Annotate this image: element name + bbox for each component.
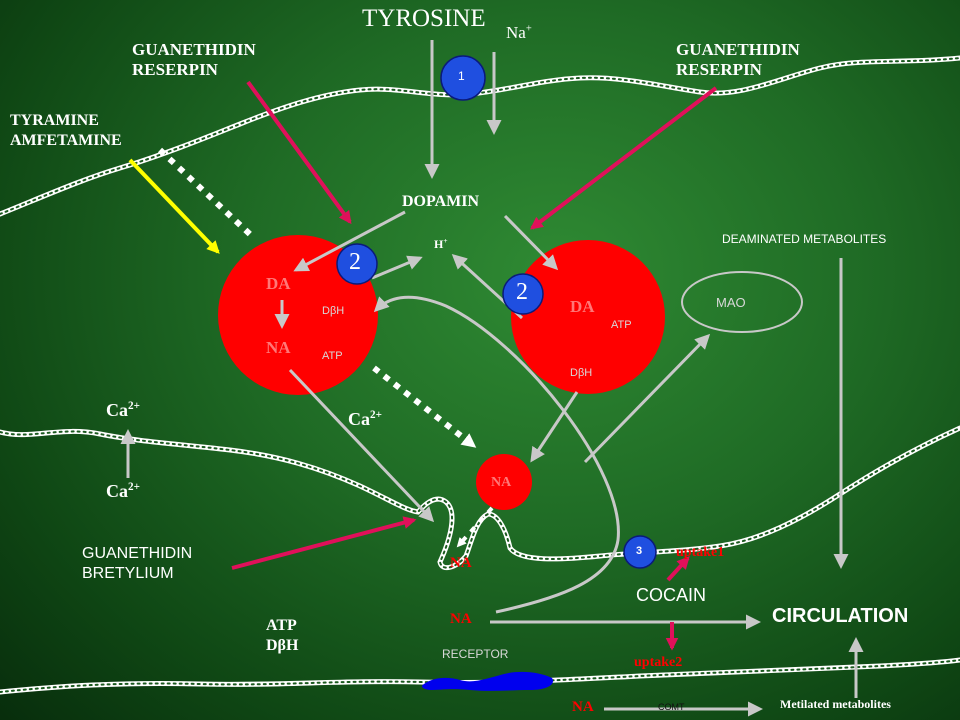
arrow-dopamin-left: [293, 210, 406, 272]
arrow-guanethidin-bottom: [231, 516, 417, 570]
transporter-1: [440, 55, 486, 101]
membrane-presynaptic: [0, 425, 960, 571]
arrow-tyramine: [128, 158, 220, 254]
arrow-guanethidin-left: [246, 80, 352, 225]
comt-label: COMT: [658, 702, 685, 712]
arrow-left-vesicle-h: [371, 255, 423, 280]
vesicle-fusing: [476, 454, 532, 510]
na-plus-label: Na+: [506, 23, 532, 42]
vesicle-right-atp: ATP: [611, 319, 632, 331]
tyramine-label: TYRAMINE: [10, 112, 99, 129]
vesicle-left-dbh: DβH: [322, 305, 345, 317]
arrow-na-to-cleft: [288, 368, 435, 523]
bretylium-label: BRETYLIUM: [82, 565, 174, 582]
reserpin-right-label: RESERPIN: [676, 60, 762, 79]
vesicle-left: [218, 235, 378, 395]
reserpin-left-label: RESERPIN: [132, 60, 218, 79]
dotted-arrows: [157, 147, 494, 548]
ca-mid-label: Ca2+: [348, 409, 382, 429]
dopamin-label: DOPAMIN: [402, 193, 480, 210]
vesicle-right-da: DA: [570, 297, 595, 316]
arrow-reuptake-loop: [373, 295, 620, 614]
amfetamine-label: AMFETAMINE: [10, 132, 122, 149]
metilated-metabolites-label: Metilated metabolites: [780, 697, 891, 711]
h-plus-label: H+: [434, 236, 448, 251]
vesicle-right-dbh: DβH: [570, 367, 593, 379]
transporter-3-label: 3: [636, 545, 643, 557]
transporter-2-left: [336, 243, 378, 285]
dotted-fusion-release: [456, 506, 494, 548]
vesicle-left-da: DA: [266, 274, 291, 293]
vesicle-right: [511, 240, 665, 394]
vesicle-left-na: NA: [266, 338, 291, 357]
tyrosine-label: TYROSINE: [362, 5, 486, 32]
atp-bottom-label: ATP: [266, 617, 297, 634]
transporter-1-label: 1: [458, 69, 465, 83]
receptor-shape: [422, 671, 554, 691]
uptake1-label: uptake1: [676, 545, 725, 560]
deaminated-metabolites-label: DEAMINATED METABOLITES: [722, 232, 887, 246]
dbh-bottom-label: DβH: [266, 637, 299, 654]
transporter-2-right: [502, 273, 544, 315]
inhibitor-arrows: [231, 80, 718, 651]
arrow-guanethidin-right: [529, 86, 718, 230]
na-fusing-vesicle-label: NA: [491, 475, 512, 490]
dotted-vesicle-exocytosis: [372, 365, 477, 449]
guanethidin-left-label: GUANETHIDIN: [132, 40, 256, 59]
arrow-to-fusing-vesicle: [530, 391, 579, 463]
mao-label: MAO: [716, 295, 746, 310]
uptake2-label: uptake2: [634, 655, 683, 670]
vesicle-left-atp: ATP: [322, 350, 343, 362]
arrow-cocain-uptake1: [666, 556, 690, 582]
arrow-dopamin-right: [503, 214, 559, 271]
circulation-label: CIRCULATION: [772, 605, 909, 627]
na-bottom-label: NA: [572, 699, 594, 715]
guanethidin-bottom-label: GUANETHIDIN: [82, 545, 193, 562]
receptor-label: RECEPTOR: [442, 647, 509, 661]
guanethidin-right-label: GUANETHIDIN: [676, 40, 800, 59]
arrow-to-mao: [583, 333, 711, 464]
transporter-3: [623, 535, 657, 569]
cocain-label: COCAIN: [636, 585, 707, 605]
ca-bottom-label: Ca2+: [106, 481, 140, 501]
transporter-2-left-label: 2: [349, 249, 361, 275]
na-cleft-label: NA: [450, 555, 472, 571]
na-synapse-label: NA: [450, 611, 472, 627]
transporter-2-right-label: 2: [516, 279, 528, 305]
ca-top-label: Ca2+: [106, 400, 140, 420]
dotted-tyramine-vesicle: [157, 147, 257, 241]
flow-arrows: [120, 40, 864, 717]
mao-enzyme: [681, 271, 803, 333]
